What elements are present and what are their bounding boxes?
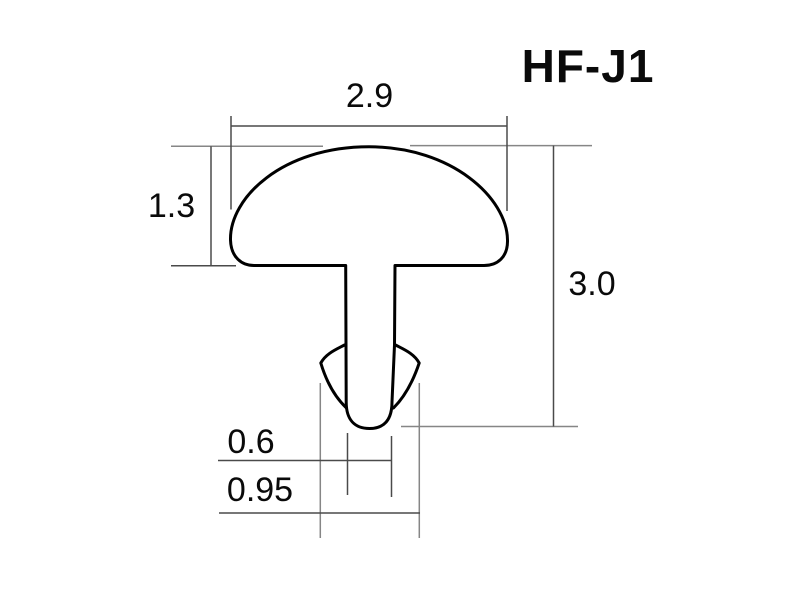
tang-barb-left	[319, 343, 348, 410]
tang-width-label: 0.6	[227, 423, 274, 461]
crown-width-label: 2.9	[346, 77, 393, 115]
barb-width-label: 0.95	[227, 471, 293, 509]
crown-height-label: 1.3	[148, 187, 195, 225]
tang-barb-right	[392, 343, 421, 410]
fret-profile-outline	[228, 145, 510, 430]
overall-height-label: 3.0	[568, 265, 615, 303]
drawing-title: HF-J1	[522, 40, 655, 92]
